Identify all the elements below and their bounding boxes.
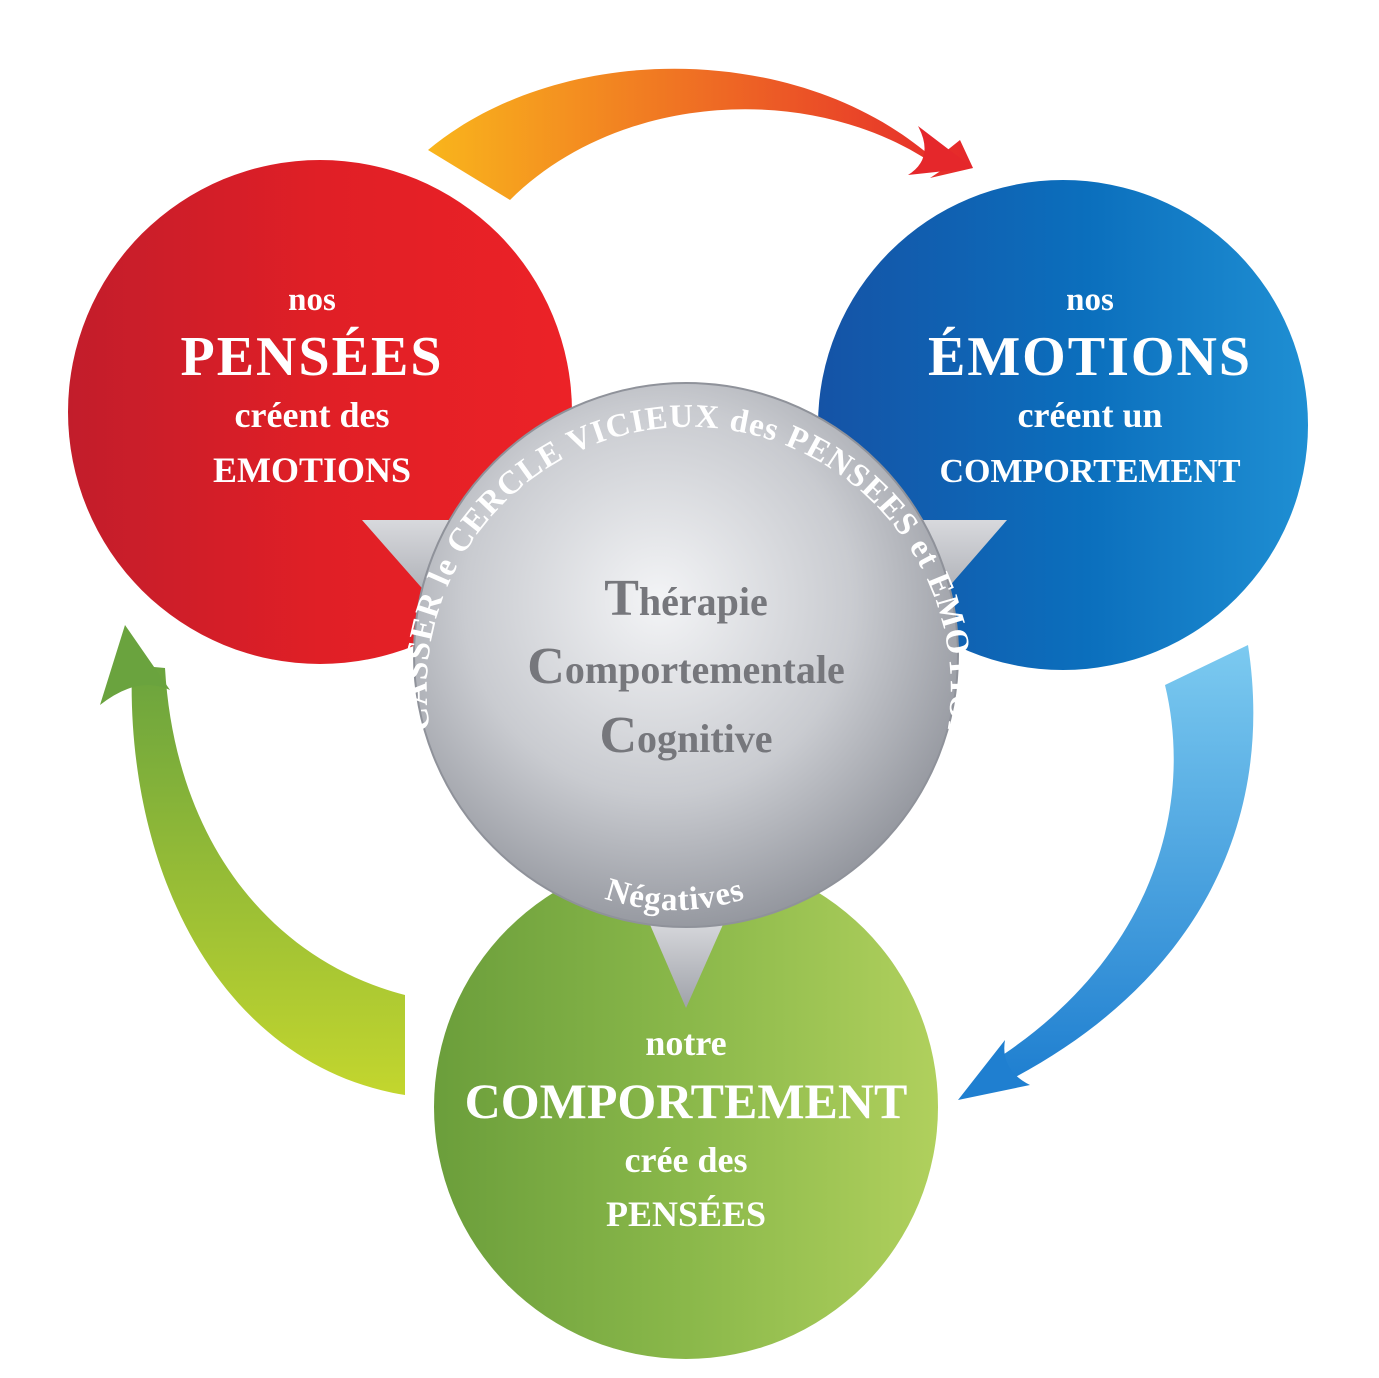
center-line1: Thérapie (604, 570, 768, 627)
thoughts-line1: nos (288, 282, 336, 318)
center-line2: Comportementale (527, 638, 844, 695)
center-therapy-circle: CASSER le CERCLE VICIEUX des PENSEES et … (399, 382, 978, 928)
center-line3: Cognitive (599, 707, 772, 764)
thoughts-line2: PENSÉES (181, 326, 444, 388)
arrow-thoughts-to-emotions (428, 68, 973, 200)
emotions-line4: COMPORTEMENT (939, 453, 1240, 490)
arrow-behavior-to-thoughts (100, 625, 405, 1095)
arrow-emotions-to-behavior (958, 645, 1254, 1100)
thoughts-line4: EMOTIONS (213, 450, 411, 490)
emotions-line3: créent un (1018, 395, 1163, 435)
behavior-bubble: notre COMPORTEMENT crée des PENSÉES (434, 855, 938, 1359)
emotions-line2: ÉMOTIONS (928, 326, 1252, 388)
behavior-line2: COMPORTEMENT (465, 1073, 908, 1129)
behavior-line4: PENSÉES (606, 1194, 766, 1234)
emotions-line1: nos (1066, 282, 1114, 318)
behavior-line3: crée des (625, 1140, 748, 1180)
thoughts-line3: créent des (235, 395, 390, 435)
behavior-line1: notre (645, 1023, 726, 1063)
